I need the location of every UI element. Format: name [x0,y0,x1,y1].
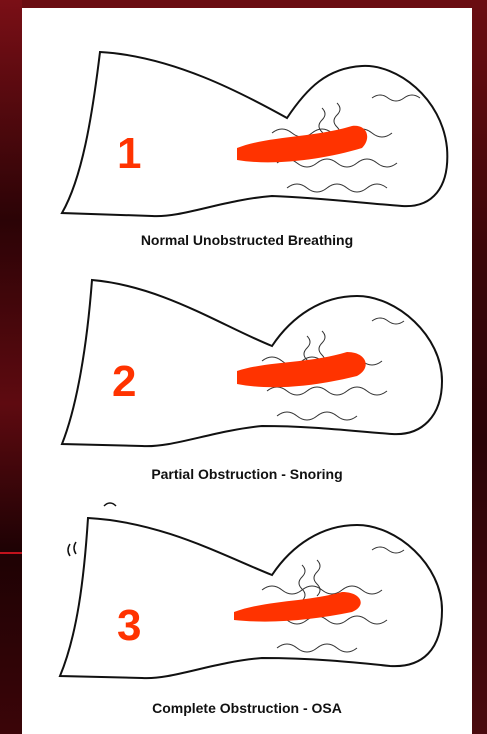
diagram-complete-obstruction: 3 [22,500,472,690]
panel-number-2: 2 [112,357,136,406]
panel-number-1: 1 [117,129,141,178]
caption-1: Normal Unobstructed Breathing [22,232,472,248]
caption-3: Complete Obstruction - OSA [22,700,472,716]
illustration-panel: 1 Normal Unobstructed Breathing 2 Partia… [22,8,472,734]
head-outline [60,518,442,678]
panel-number-3: 3 [117,601,141,650]
diagram-normal-breathing: 1 [22,38,472,228]
left-background-strip [0,0,22,734]
caption-2: Partial Obstruction - Snoring [22,466,472,482]
diagram-partial-obstruction: 2 [22,276,472,456]
